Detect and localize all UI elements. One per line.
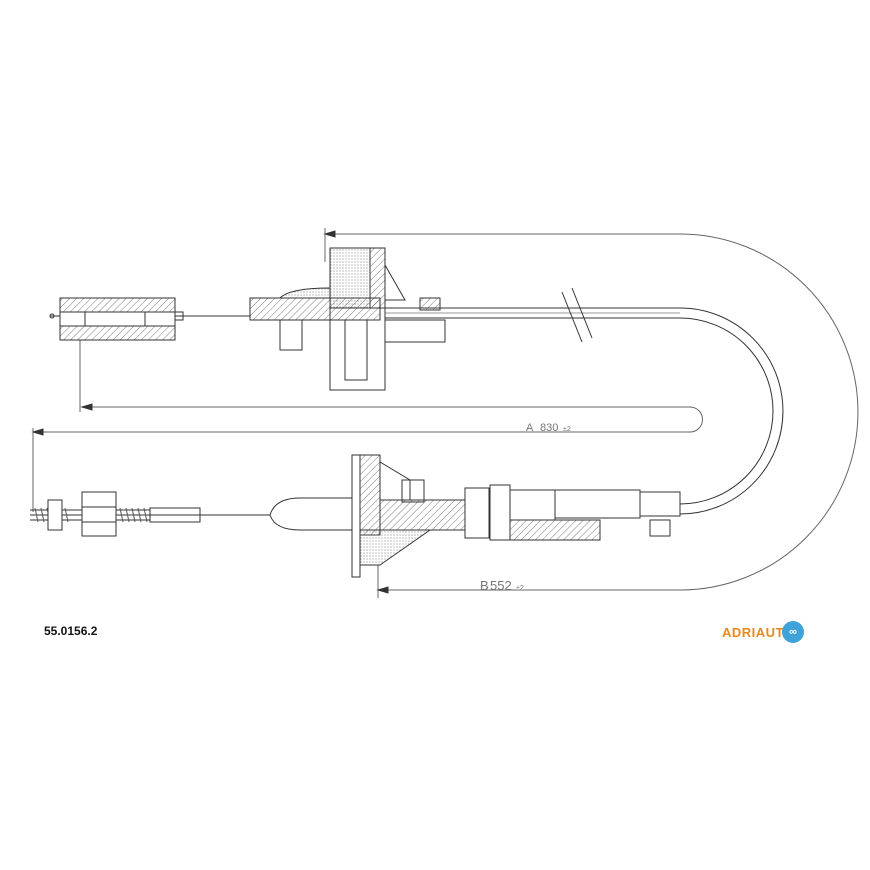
a-dimension-line [33,406,703,433]
overall-dimension-line [325,233,859,591]
adjuster-sleeve [554,489,641,519]
bottom-flange [351,454,361,578]
dimension-b-value: 552 [490,578,512,593]
lock-nut [47,499,63,531]
part-number: 55.0156.2 [44,624,98,638]
cable-sheath [380,307,784,515]
dimension-b-label: B [480,578,489,593]
brand-logo: ADRIAUT ∞ [722,620,804,644]
adjust-nut [81,491,117,537]
dimension-a-label: A [526,422,534,434]
dimension-a-value: 830 [540,422,558,434]
dimension-b-tolerance: ±2 [516,585,524,592]
brand-mark-icon: ∞ [782,621,804,643]
brand-name: ADRIAUT [722,624,784,640]
dimension-a-tolerance: ±2 [563,426,571,433]
